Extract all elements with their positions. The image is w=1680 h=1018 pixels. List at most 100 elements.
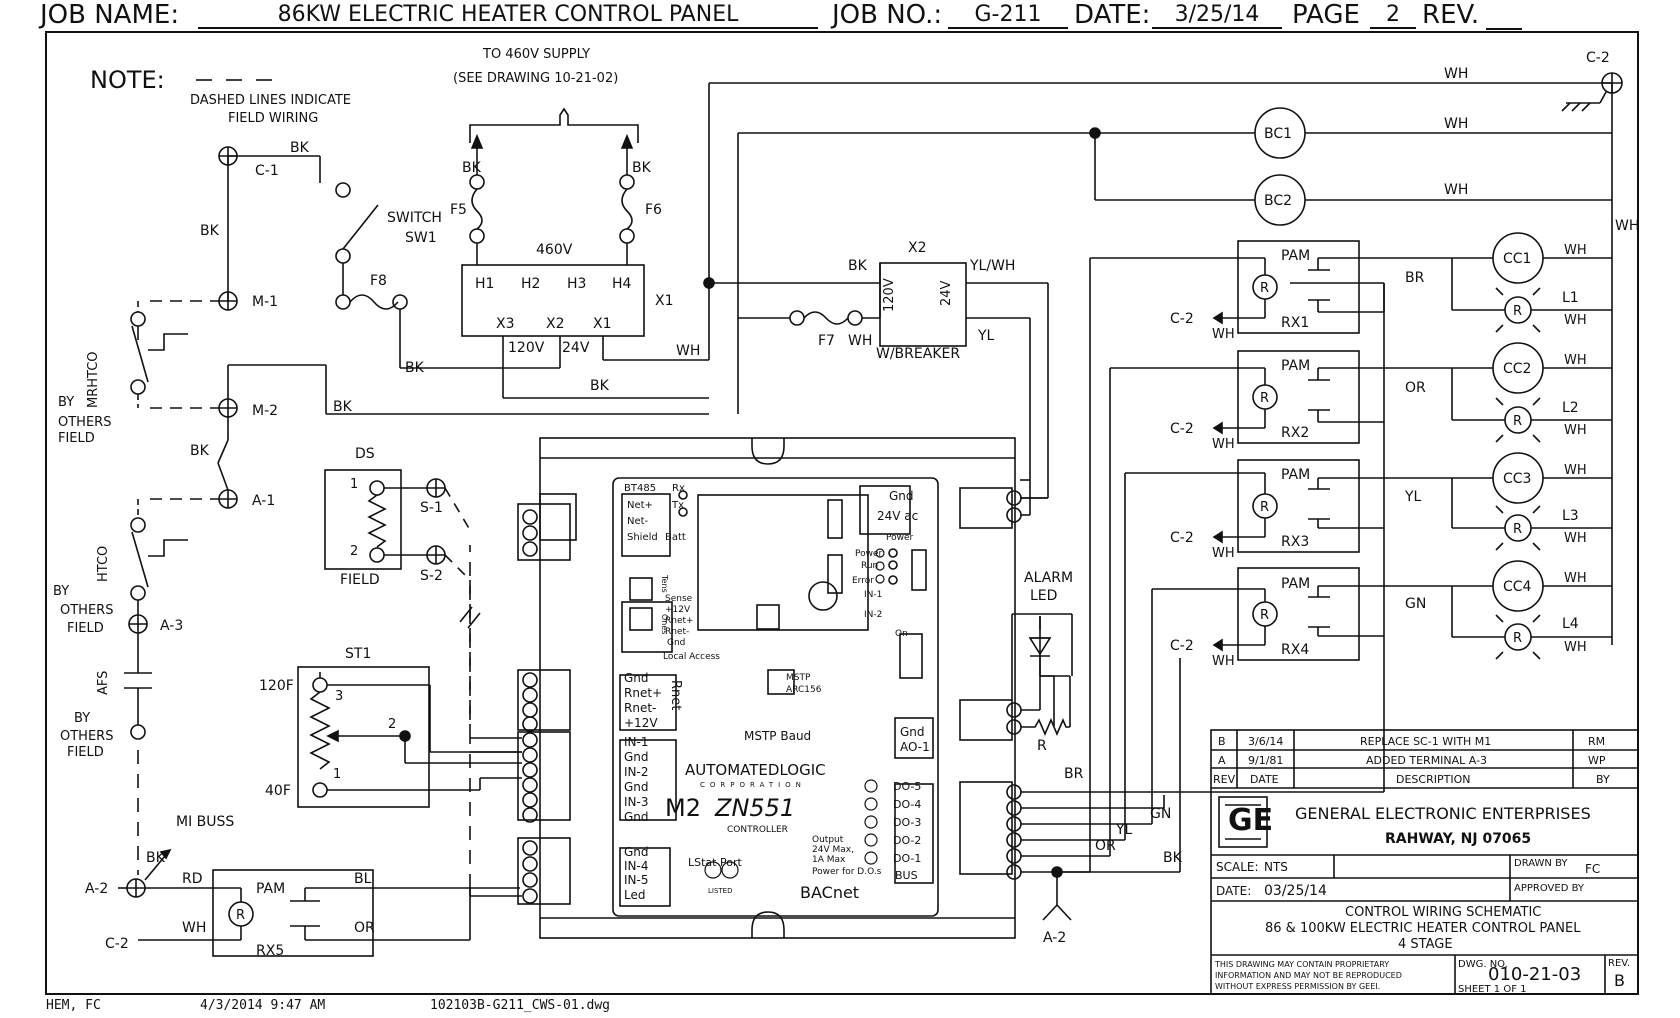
label-cc2: CC2 (1503, 361, 1531, 377)
label-switch: SWITCH (387, 210, 442, 226)
label-mrhtco: MRHTCO (86, 351, 101, 408)
wire-yl-x2: YL (977, 328, 995, 344)
ctrl-gnd-in2: Gnd (624, 780, 649, 794)
supply-bracket (469, 107, 639, 143)
ctrl-output2: 24V Max, (812, 845, 854, 855)
note-label: NOTE: (90, 66, 165, 94)
ctrl-output4: Power for D.O.s (812, 867, 882, 877)
htco-others: OTHERS (60, 603, 113, 618)
rx2-wh: WH (1212, 437, 1235, 452)
ctrl-bacnet: BACnet (800, 883, 859, 902)
rx1-wh: WH (1212, 327, 1235, 342)
scale-value: NTS (1264, 860, 1288, 874)
label-a1: A-1 (252, 493, 275, 509)
drawing-border (45, 31, 1639, 995)
page-value: 2 (1370, 2, 1416, 29)
rx3-wh: WH (1212, 546, 1235, 561)
label-l3: L3 (1562, 508, 1579, 524)
controller-chip-area (697, 494, 869, 631)
note-line2: FIELD WIRING (228, 111, 318, 126)
title-line3: 4 STAGE (1398, 937, 1453, 952)
lamp-l4 (1495, 614, 1541, 660)
date-value: 3/25/14 (1152, 2, 1282, 29)
ctrl-rnet-p: Rnet+ (665, 616, 694, 626)
rx2-pam: PAM (1281, 358, 1310, 374)
wire-wh-top: WH (1444, 66, 1468, 82)
wire-wh-right: WH (1615, 218, 1639, 234)
dwg-number: 010-21-03 (1488, 964, 1581, 985)
ctrl-plus12v: +12V (624, 716, 658, 730)
ctrl-do2: DO-2 (893, 834, 921, 847)
rx4-coil-r: R (1260, 608, 1269, 623)
rx5-coil-r: R (236, 908, 245, 923)
wire-bk-a2: BK (146, 850, 166, 866)
ctrl-do4: DO-4 (893, 798, 921, 811)
ctrl-led: Led (624, 888, 645, 902)
drawn-by-label: DRAWN BY (1514, 858, 1568, 869)
rx5-label: RX5 (256, 943, 284, 959)
label-w-breaker: W/BREAKER (876, 346, 960, 362)
ctrl-on: On (895, 629, 908, 639)
label-s1: S-1 (420, 500, 443, 516)
terminal-s1 (426, 478, 446, 498)
ctrl-power: Power (886, 533, 914, 543)
prop-line3: WITHOUT EXPRESS PERMISSION BY GEEI. (1215, 982, 1380, 991)
st1-pin2: 2 (388, 717, 396, 732)
ctrl-net-plus: Net+ (627, 500, 653, 511)
relay-rx5-box (212, 869, 374, 957)
rx4-wh: WH (1212, 654, 1235, 669)
ctrl-gnd-in3: Gnd (624, 810, 649, 824)
alarm-label: ALARM (1024, 570, 1073, 586)
x2-24v: 24V (939, 280, 954, 306)
wire-or-out: OR (1095, 838, 1116, 854)
ctrl-gnd-lstat: Gnd (624, 845, 649, 859)
company-name: GENERAL ELECTRONIC ENTERPRISES (1295, 804, 1591, 823)
tb-rev-value: B (1614, 971, 1625, 990)
fuse-f8 (349, 294, 399, 310)
rev-row1-desc: REPLACE SC-1 WITH M1 (1360, 735, 1491, 748)
label-mi-buss: MI BUSS (176, 814, 234, 830)
rx4-c2: C-2 (1170, 638, 1194, 654)
label-f7: F7 (818, 333, 835, 349)
relay-rx2 (1212, 350, 1384, 444)
ctrl-in-5: IN-5 (624, 873, 648, 887)
note-line1: DASHED LINES INDICATE (190, 93, 351, 108)
footer-timestamp: 4/3/2014 9:47 AM (200, 998, 326, 1013)
prop-line2: INFORMATION AND MAY NOT BE REPRODUCED (1215, 971, 1402, 980)
l1-wh: WH (1564, 313, 1587, 328)
ctrl-rnet-minus: Rnet- (624, 701, 656, 715)
afs-field: FIELD (67, 745, 104, 760)
ctrl-gnd-rnet: Gnd (624, 671, 649, 685)
ctrl-rnet: Rnet (668, 680, 683, 710)
ctrl-shield: Shield (627, 532, 658, 543)
label-a2: A-2 (85, 881, 108, 897)
wire-bk-c1: BK (290, 140, 310, 156)
ctrl-gnd-power: Gnd (889, 489, 914, 503)
ctrl-error-led: Error (852, 576, 874, 586)
rev-hdr-desc: DESCRIPTION (1396, 773, 1470, 786)
ctrl-mstp: MSTP (786, 673, 811, 683)
job-no-label: JOB NO.: (832, 0, 943, 30)
afs-others: OTHERS (60, 729, 113, 744)
wire-bk-x1: BK (590, 378, 610, 394)
label-m2: M-2 (252, 403, 278, 419)
lamp-l3 (1495, 505, 1541, 551)
terminal-s2 (426, 545, 446, 565)
label-c2-rx5: C-2 (105, 936, 129, 952)
x1-24v: 24V (562, 340, 590, 356)
ctrl-brand: AUTOMATEDLOGIC (685, 761, 826, 779)
ctrl-gnd-in1: Gnd (624, 750, 649, 764)
relay-rx5-contact (290, 887, 470, 941)
label-st1: ST1 (345, 646, 371, 662)
x1-x3: X3 (496, 316, 515, 332)
fuse-f5 (471, 188, 483, 230)
rev-row1-date: 3/6/14 (1248, 735, 1283, 748)
wire-yl-out: YL (1115, 822, 1133, 838)
transformer-x1 (461, 264, 645, 337)
wire-wh-bc1: WH (1444, 116, 1468, 132)
job-name-value: 86KW ELECTRIC HEATER CONTROL PANEL (198, 2, 818, 29)
wire-bk-f6: BK (632, 160, 652, 176)
ctrl-bus: BUS (895, 869, 918, 882)
alarm-r: R (1037, 738, 1047, 754)
ctrl-ao1: AO-1 (900, 740, 930, 754)
